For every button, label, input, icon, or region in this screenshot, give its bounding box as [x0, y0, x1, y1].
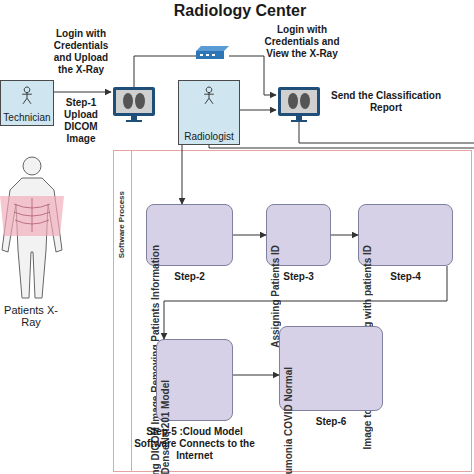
node-label: Radiologist: [175, 131, 243, 142]
node-label: Software Process: [117, 191, 126, 258]
monitor-icon: [113, 87, 155, 122]
actor-box: Technician: [0, 80, 54, 126]
step-label: Step-5 :Cloud Model Software Connects to…: [132, 426, 258, 462]
node-label: Technician: [0, 112, 57, 123]
annotation-text: Login with Credentials and Upload the X-…: [48, 28, 114, 76]
step-label: Step-6: [268, 416, 394, 428]
flow-arrow: [233, 375, 279, 376]
step-label: Step-4: [343, 271, 469, 283]
diagram-title: Radiology Center: [120, 2, 360, 20]
process-box: Classifications Viral Pneumonia Bacteria…: [279, 326, 383, 411]
person-icon: [19, 85, 35, 105]
person-icon: [201, 85, 217, 105]
annotation-text: Patients X-Ray: [0, 304, 62, 328]
monitor-icon: [278, 87, 320, 122]
box-text: Classifications Viral Pneumonia Bacteria…: [283, 367, 295, 474]
annotation-text: Send the Classification Report: [326, 90, 446, 114]
process-box: Cleaning DICOM Image Removing Patients I…: [146, 204, 233, 266]
step-label: Step-2: [127, 271, 253, 283]
process-box: Backend AI Computations DenseNet201 Mode…: [156, 339, 233, 421]
flow-arrow: [331, 235, 358, 236]
flow-arrow: [233, 235, 266, 236]
annotation-text: Login with Credentials and View the X-Ra…: [262, 24, 342, 60]
xray-overlay: [0, 196, 64, 236]
process-box: Image to be checked along with patients …: [358, 204, 453, 266]
wire: [54, 56, 474, 148]
network-switch: [196, 46, 229, 59]
process-region: Software Process Cleaning DICOM Image Rem…: [113, 150, 472, 472]
actor-box: Radiologist: [178, 80, 240, 145]
ribcage-lines: [14, 198, 50, 232]
flow-arrow: [182, 145, 183, 204]
process-box: Assigning Patients IDStep-3: [266, 204, 331, 266]
step-label: Step-3: [236, 271, 362, 283]
annotation-text: Step-1 Upload DICOM Image: [50, 97, 112, 145]
